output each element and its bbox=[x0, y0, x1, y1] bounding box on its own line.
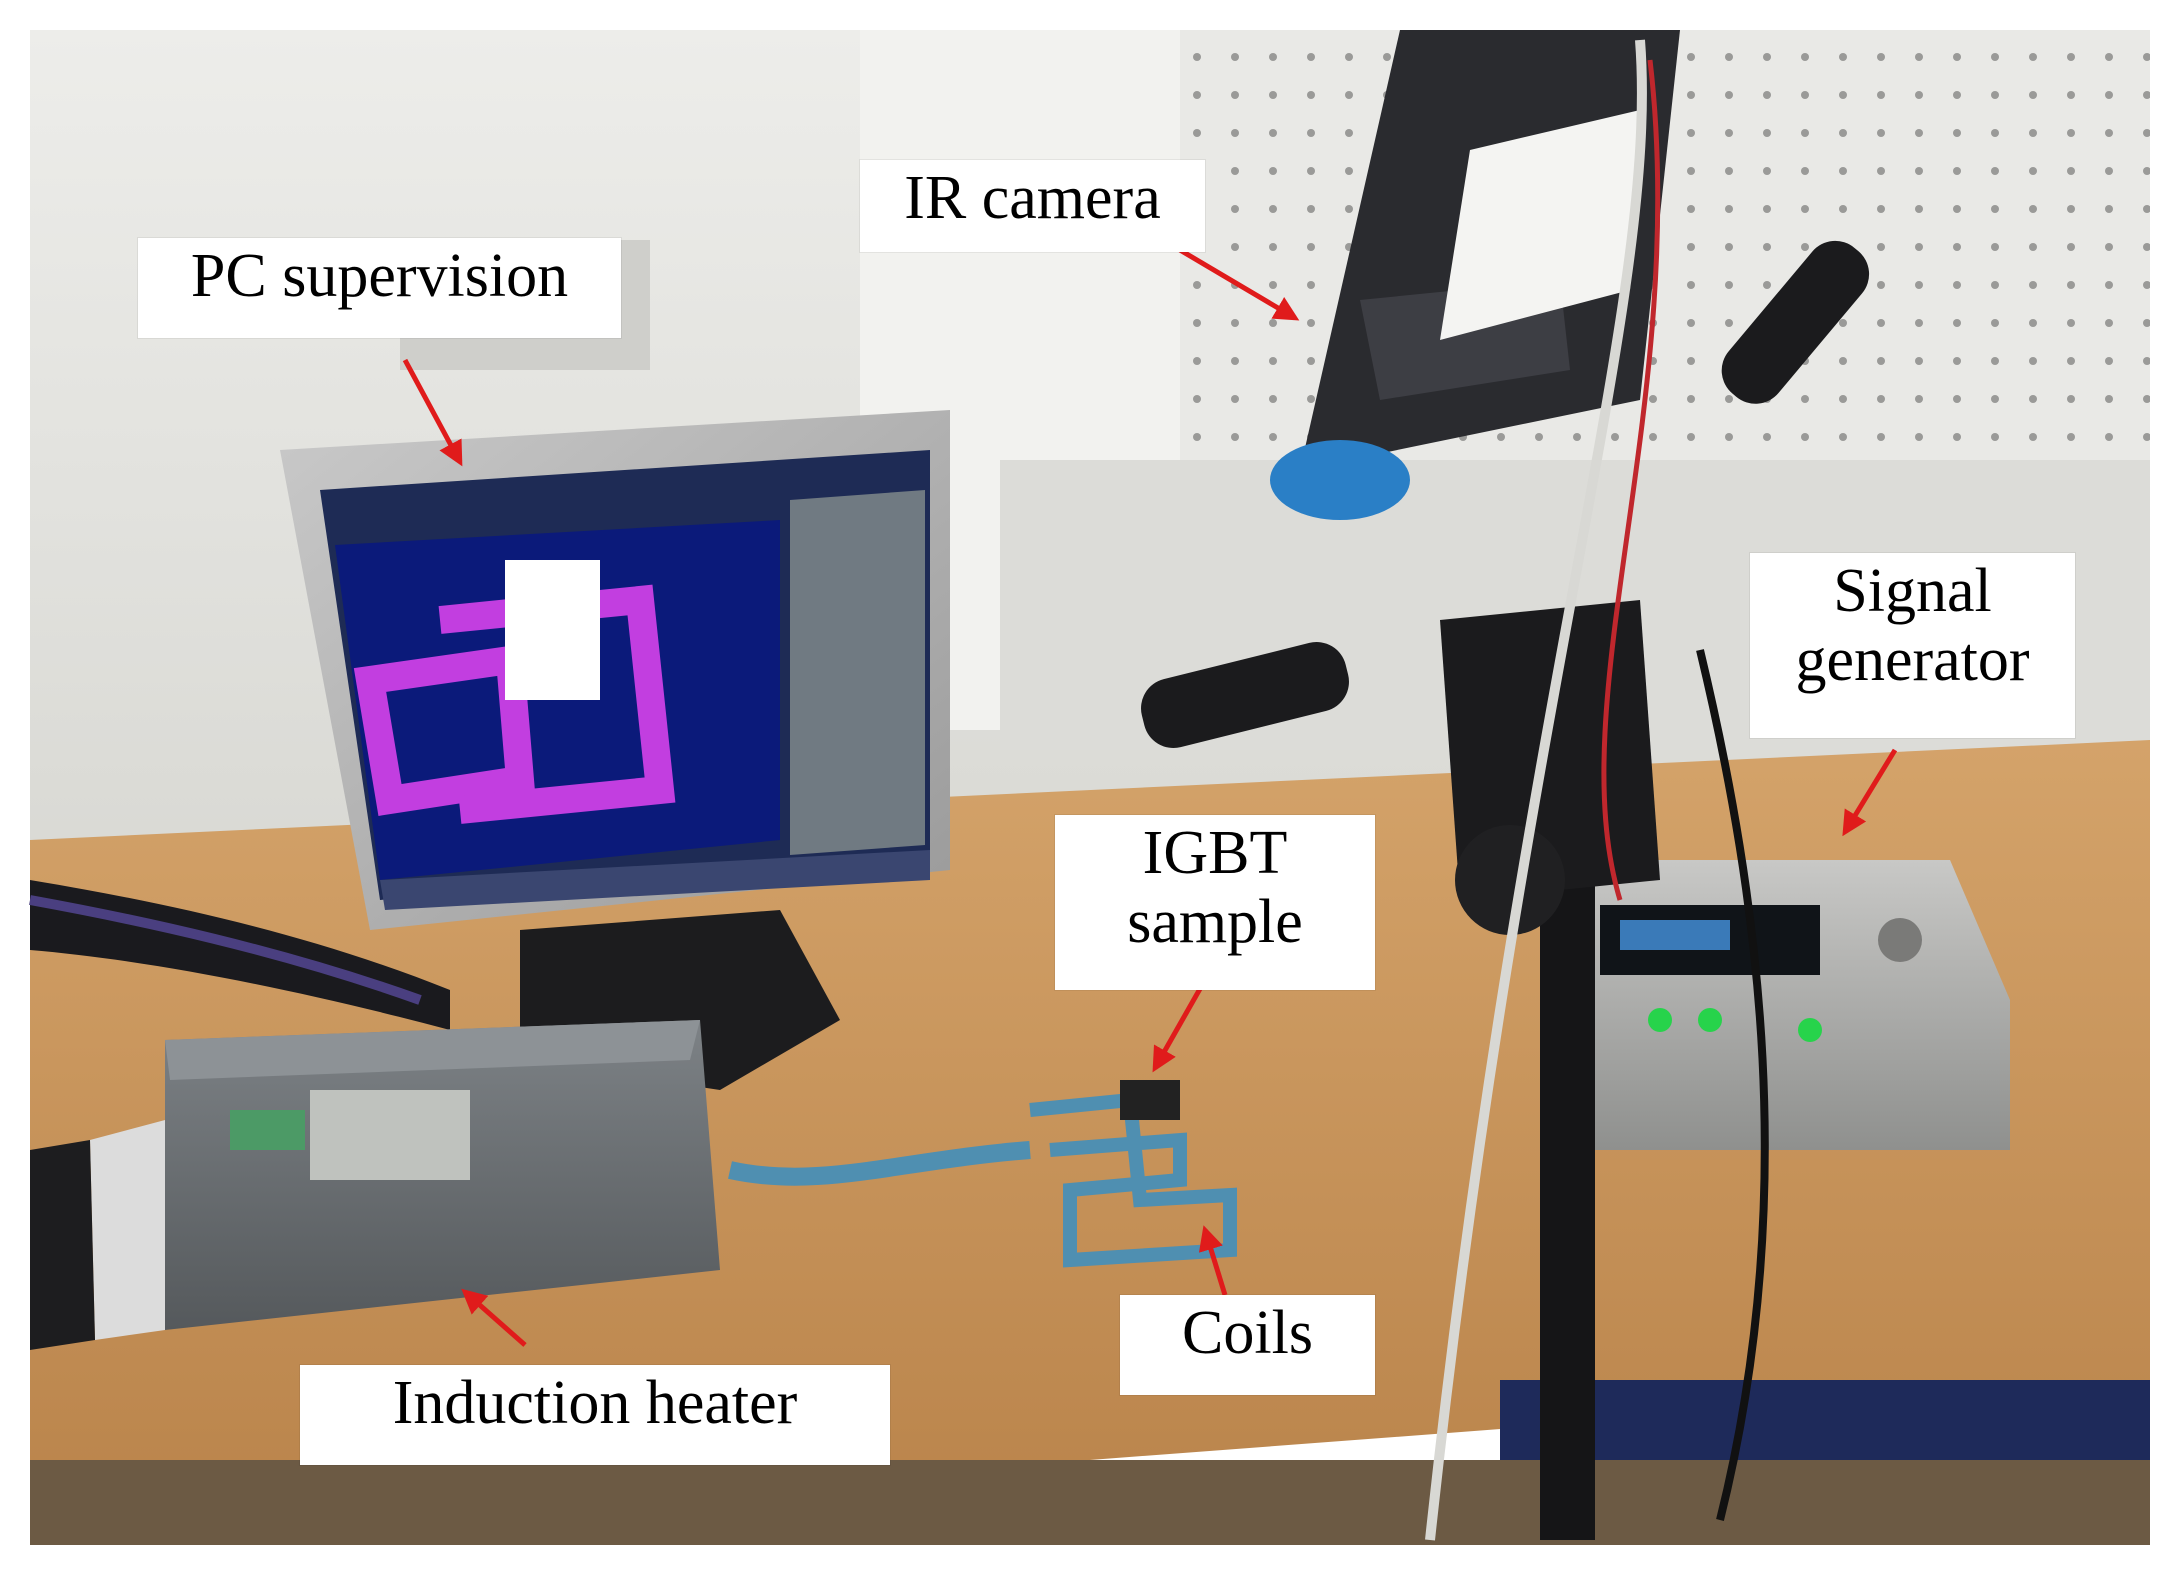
monitor bbox=[280, 410, 950, 1090]
white-cable bbox=[1425, 39, 1647, 1541]
induction-heater-label-text: Induction heater bbox=[392, 1369, 798, 1437]
black-cable-bundle bbox=[29, 880, 450, 1030]
ir-camera-label: IR camera bbox=[860, 160, 1205, 252]
igbt-sample-label-line1: IGBT bbox=[1142, 819, 1288, 887]
black-cable bbox=[1696, 649, 1769, 1521]
coils bbox=[728, 1080, 1237, 1268]
pc-supervision-label-text: PC supervision bbox=[190, 242, 569, 310]
coils-label: Coils bbox=[1120, 1295, 1375, 1395]
induction-heater-arrow bbox=[461, 1288, 527, 1347]
tripod bbox=[1141, 240, 1870, 1540]
induction-heater-label: Induction heater bbox=[300, 1365, 890, 1465]
ir-camera-label-text: IR camera bbox=[904, 164, 1161, 232]
igbt-sample-arrow bbox=[1152, 978, 1208, 1073]
induction-heater-box bbox=[30, 1020, 720, 1350]
signal-generator bbox=[1560, 860, 2010, 1150]
red-cable bbox=[1601, 59, 1661, 901]
pc-supervision-label: PC supervision bbox=[138, 238, 621, 338]
signal-generator-label-line2: generator bbox=[1795, 626, 2030, 695]
igbt-sample-label: IGBT sample bbox=[1055, 815, 1375, 990]
signal-generator-label: Signal generator bbox=[1750, 553, 2075, 738]
ir-camera bbox=[1270, 30, 1680, 520]
coils-arrow bbox=[1198, 1225, 1228, 1296]
igbt-sample-label-line2: sample bbox=[1127, 888, 1303, 957]
pc-supervision-arrow bbox=[402, 358, 463, 467]
annotation-arrows bbox=[402, 247, 1898, 1347]
ir-camera-arrow bbox=[1178, 247, 1300, 321]
coils-label-text: Coils bbox=[1182, 1299, 1313, 1367]
signal-generator-label-line1: Signal bbox=[1833, 557, 1992, 625]
signal-generator-arrow bbox=[1842, 748, 1898, 837]
igbt-sample bbox=[1120, 1080, 1180, 1120]
